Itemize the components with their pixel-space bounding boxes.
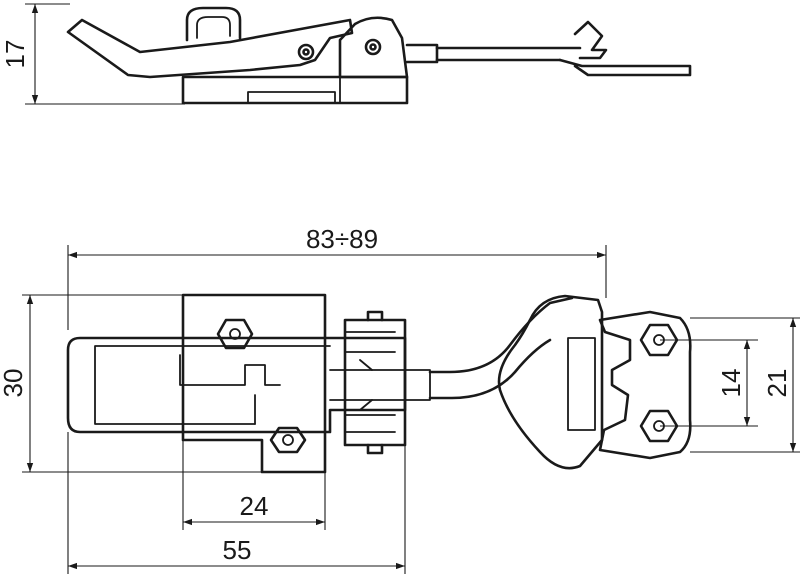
- side-view: [66, 6, 692, 105]
- dimension-lines: [22, 3, 800, 574]
- dim-base-width: 30: [0, 369, 28, 398]
- dim-body-length: 55: [223, 535, 252, 565]
- dim-side-height: 17: [0, 40, 30, 69]
- top-view: [66, 293, 692, 474]
- dim-plate-length: 24: [240, 491, 269, 521]
- dim-hole-spacing: 14: [716, 369, 746, 398]
- dim-plate-width: 21: [762, 369, 792, 398]
- dimension-labels: 17 83÷89 30 14 21 24 55: [0, 40, 792, 565]
- dim-overall-length: 83÷89: [306, 224, 378, 254]
